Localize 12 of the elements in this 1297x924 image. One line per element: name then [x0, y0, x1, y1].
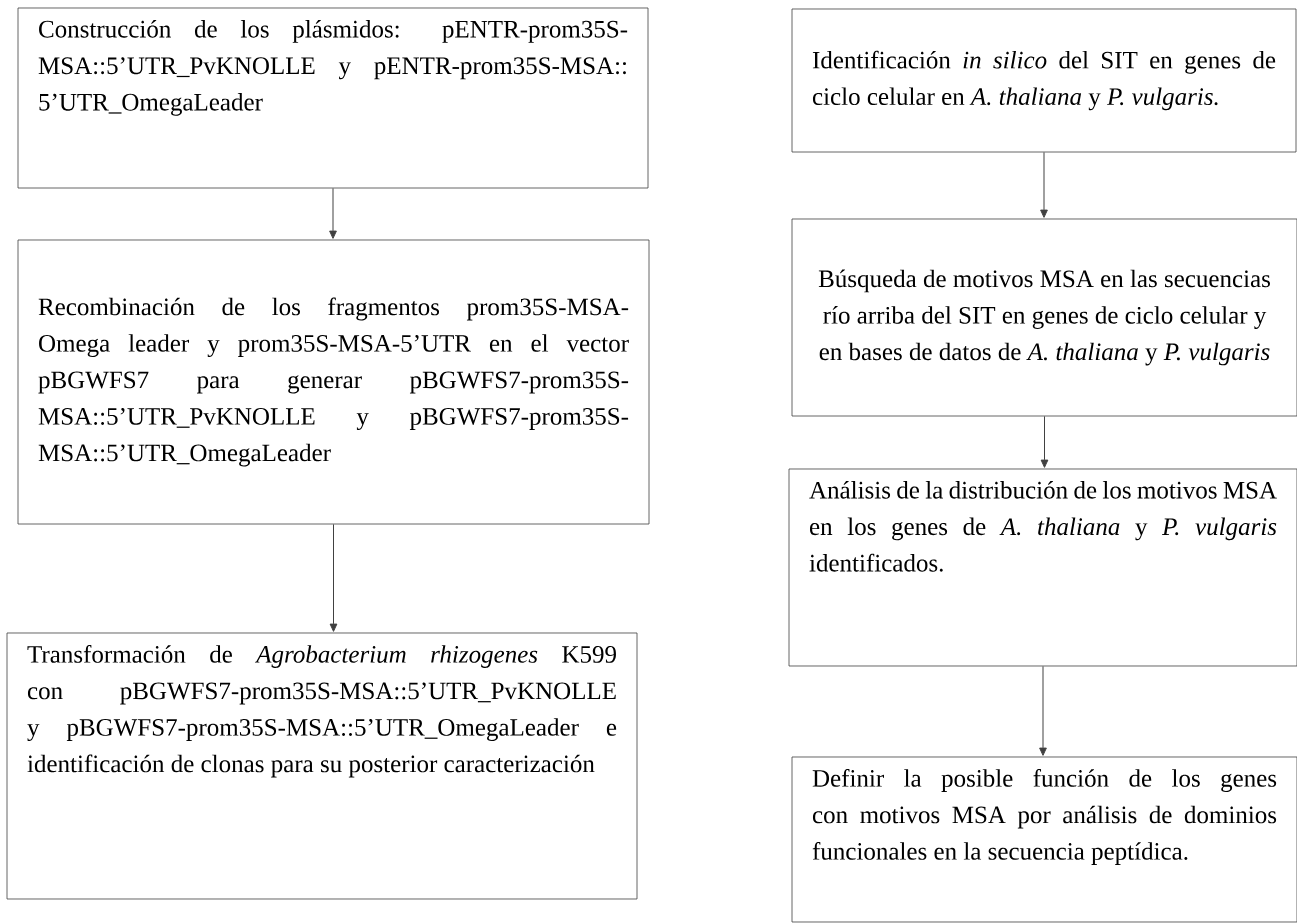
- arrow: [1040, 415, 1049, 468]
- process-box: Análisis de la distribución de los motivos MSA en los genes de A. thaliana y P. vulgaris identificados.: [788, 468, 1297, 667]
- process-box: Definir la posible función de los genes con motivos MSA por análisis de dominios funcionales en la secuencia peptídica.: [791, 756, 1297, 923]
- arrow: [329, 523, 338, 632]
- arrow: [1040, 151, 1048, 218]
- process-box: Identificación in silico del SIT en genes de ciclo celular en A. thaliana y P. vulgaris.: [791, 8, 1297, 153]
- process-box: Construcción de los plásmidos: pENTR-prom35S-MSA::5’UTR_PvKNOLLE y pENTR-prom35S-MSA:: 5’UTR_OmegaLeader: [17, 7, 649, 189]
- arrow: [329, 187, 337, 239]
- process-box: Transformación de Agrobacterium rhizogenes K599 con pBGWFS7-prom35S-MSA::5’UTR_PvKNOLLE y pBGWFS7-prom35S-MSA::5’UTR_OmegaLeader e identificación de clonas para su posterior caracterización: [6, 632, 638, 900]
- process-box: Búsqueda de motivos MSA en las secuencias río arriba del SIT en genes de ciclo celular y en bases de datos de A. thaliana y P. vulgaris: [791, 218, 1297, 417]
- arrow: [1039, 665, 1047, 756]
- process-box: Recombinación de los fragmentos prom35S-MSA-Omega leader y prom35S-MSA-5’UTR en el vector pBGWFS7 para generar pBGWFS7-prom35S-MSA::5’UTR_PvKNOLLE y pBGWFS7-prom35S-MSA::5’UTR_OmegaLeader: [17, 239, 650, 525]
